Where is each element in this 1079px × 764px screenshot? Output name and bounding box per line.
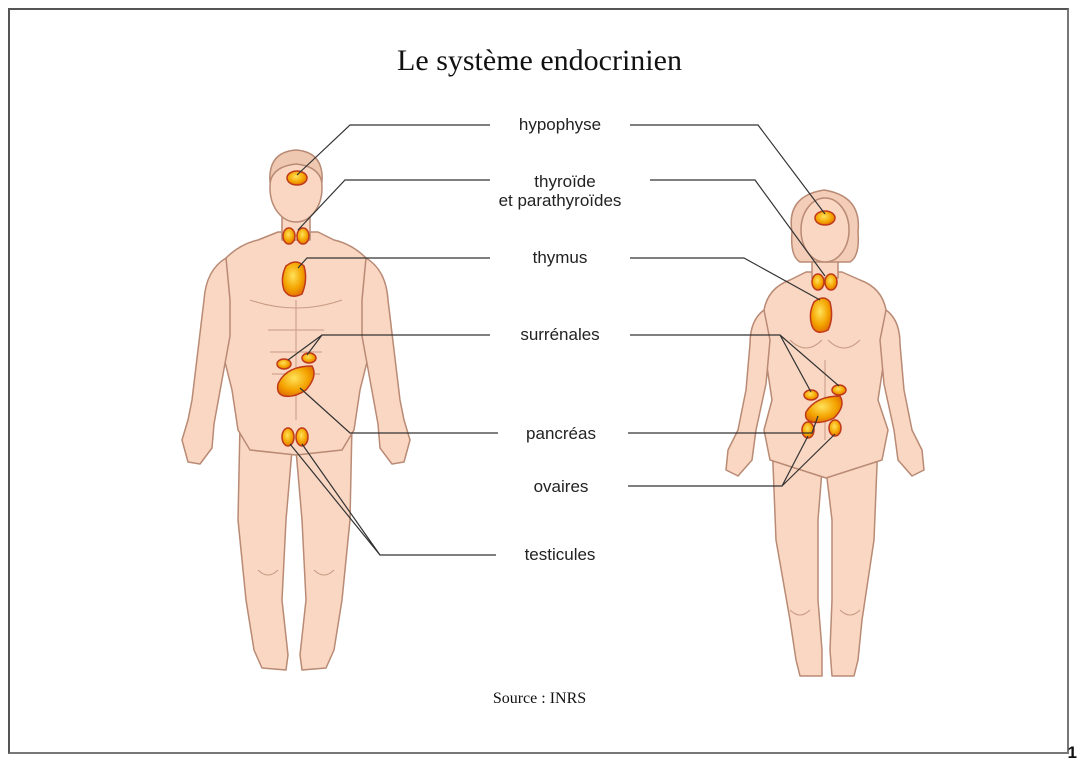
- female-thyroide-right-lobe: [825, 274, 837, 290]
- male-thyroide-right-lobe: [297, 228, 309, 244]
- female-thyroide-left-lobe: [812, 274, 824, 290]
- label-pancreas: pancréas: [496, 424, 626, 443]
- leader-hypophyse-female: [630, 125, 825, 214]
- label-testicules: testicules: [494, 545, 626, 564]
- label-hypophyse: hypophyse: [492, 115, 628, 134]
- male-hypophyse-gland: [287, 171, 307, 185]
- male-thymus-gland: [282, 262, 305, 296]
- label-thyroide-line2: et parathyroïdes: [470, 191, 650, 210]
- leader-hypophyse-male: [297, 125, 490, 175]
- female-ovaire-right: [829, 420, 841, 436]
- male-testicule-right: [296, 428, 308, 446]
- label-thyroide-line1: thyroïde: [480, 172, 650, 191]
- female-thymus-gland: [810, 298, 831, 332]
- page-title: Le système endocrinien: [0, 44, 1079, 78]
- label-ovaires: ovaires: [496, 477, 626, 496]
- male-surrenale-right: [302, 353, 316, 363]
- page-number: 1: [1068, 743, 1077, 763]
- male-surrenale-left: [277, 359, 291, 369]
- male-testicule-left: [282, 428, 294, 446]
- leader-thyroide-male: [298, 180, 490, 230]
- female-surrenale-right: [832, 385, 846, 395]
- label-surrenales: surrénales: [492, 325, 628, 344]
- male-thyroide-left-lobe: [283, 228, 295, 244]
- female-ovaire-left: [802, 422, 814, 438]
- source-caption: Source : INRS: [0, 690, 1079, 708]
- label-thymus: thymus: [492, 248, 628, 267]
